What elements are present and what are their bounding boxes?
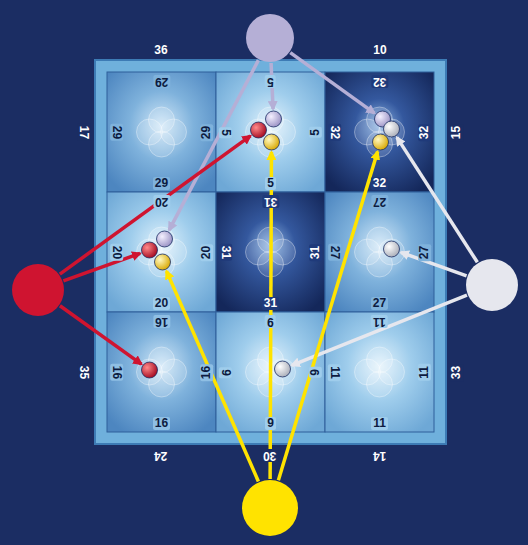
cell-number: 16 — [153, 315, 170, 328]
source-circle — [246, 14, 294, 62]
cell-number: 29 — [110, 123, 123, 140]
cell-number: 9 — [265, 315, 276, 328]
square-cell: 32 32 32 32 — [325, 72, 434, 192]
sum-number: 24 — [152, 449, 169, 462]
cell-number: 5 — [309, 127, 322, 138]
ball — [266, 111, 282, 127]
source-circle — [242, 480, 298, 536]
square-cell: 9 9 9 9 — [216, 312, 325, 432]
cell-number: 16 — [200, 363, 213, 380]
ball — [251, 122, 267, 138]
arrow — [167, 271, 259, 481]
ball — [155, 254, 171, 270]
cell-number: 20 — [110, 243, 123, 260]
cell-number: 29 — [200, 123, 213, 140]
cell-ground — [107, 312, 216, 432]
cell-number: 27 — [371, 195, 388, 208]
ball — [264, 134, 280, 150]
arrows — [60, 53, 478, 482]
cell-number: 16 — [153, 417, 170, 430]
cell-number: 31 — [309, 243, 322, 260]
cell-number: 11 — [328, 364, 341, 381]
cell-number: 27 — [371, 297, 388, 310]
arrow — [169, 60, 258, 230]
sum-number: 33 — [450, 363, 463, 380]
square-cell: 5 5 5 5 — [216, 72, 325, 192]
ball — [384, 241, 400, 257]
cell-number: 16 — [110, 363, 123, 380]
source-circle — [466, 259, 518, 311]
cell-number: 5 — [265, 177, 276, 190]
arrow — [60, 136, 251, 274]
arrow — [397, 137, 477, 262]
square-cell: 20 20 20 20 — [107, 192, 216, 312]
cell-number: 31 — [219, 243, 232, 260]
cell-number: 9 — [219, 367, 232, 378]
cell-number: 9 — [265, 417, 276, 430]
arrow — [278, 152, 377, 481]
source-circle — [12, 264, 64, 316]
ghost-ball — [149, 131, 175, 157]
cell-number: 5 — [219, 127, 232, 138]
cell-ground — [325, 192, 434, 312]
cell-number: 29 — [153, 75, 170, 88]
sum-number: 17 — [77, 123, 90, 140]
cell-number: 11 — [418, 364, 431, 381]
cell-number: 31 — [262, 297, 279, 310]
cell-number: 32 — [418, 123, 431, 140]
square-cell: 27 27 27 27 — [325, 192, 434, 312]
cell-number: 9 — [309, 367, 322, 378]
square-cell: 11 11 11 11 — [325, 312, 434, 432]
square-cell: 16 16 16 16 — [107, 312, 216, 432]
ball — [142, 242, 158, 258]
sum-number: 35 — [77, 363, 90, 380]
sum-number: 36 — [152, 44, 169, 57]
cell-number: 20 — [153, 297, 170, 310]
cell-number: 31 — [262, 195, 279, 208]
cell-number: 20 — [153, 195, 170, 208]
sum-number: 30 — [261, 449, 278, 462]
arrow — [290, 53, 374, 114]
cell-number: 11 — [371, 417, 388, 430]
square-cell: 31 31 31 31 — [216, 192, 325, 312]
cell-ground — [107, 192, 216, 312]
ghost-ball — [367, 371, 393, 397]
ball — [275, 361, 291, 377]
sum-number: 15 — [450, 123, 463, 140]
cell-number: 32 — [328, 123, 341, 140]
cell-number: 29 — [153, 177, 170, 190]
ball — [142, 362, 158, 378]
arrow — [63, 253, 140, 281]
cell-number: 11 — [371, 315, 388, 328]
cell-number: 20 — [200, 243, 213, 260]
source-circles — [12, 14, 518, 536]
cell-number: 32 — [371, 75, 388, 88]
sum-number: 14 — [371, 449, 388, 462]
square-cell: 29 29 29 29 — [107, 72, 216, 192]
cell-number: 32 — [371, 177, 388, 190]
arrow — [401, 252, 467, 276]
ball — [157, 231, 173, 247]
cell-number: 27 — [328, 243, 341, 260]
balls — [142, 111, 400, 378]
arrow — [60, 306, 141, 364]
ball — [384, 121, 400, 137]
sum-number: 10 — [371, 44, 388, 57]
cell-number: 27 — [418, 243, 431, 260]
ball — [373, 134, 389, 150]
cell-number: 5 — [265, 75, 276, 88]
